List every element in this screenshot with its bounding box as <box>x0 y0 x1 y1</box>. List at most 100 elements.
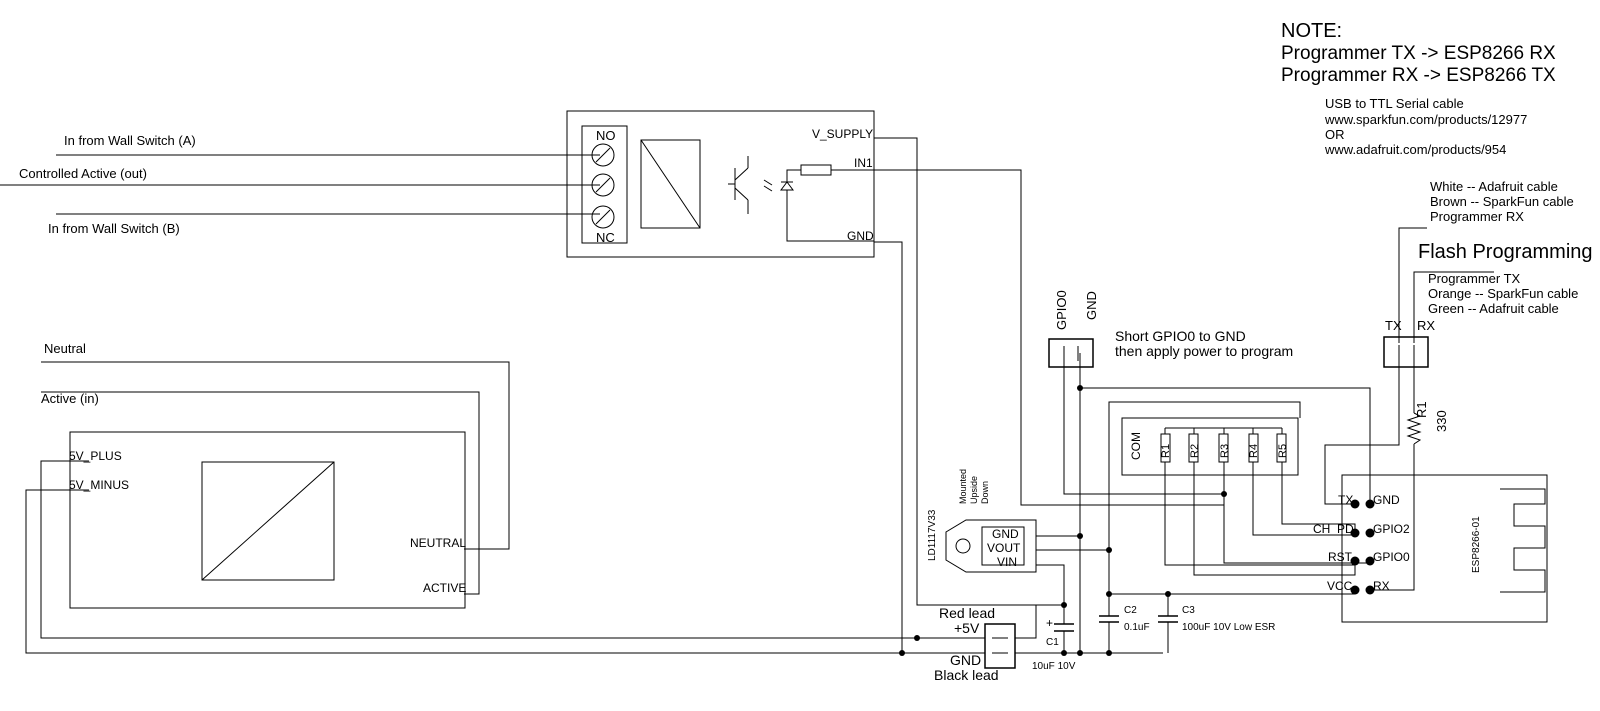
tx-wire-label-2: Orange -- SparkFun cable <box>1428 286 1578 301</box>
esp-rst-label: RST <box>1328 550 1353 564</box>
prog-header-gpio0-label: GPIO0 <box>1054 290 1069 330</box>
c2-capacitor <box>1099 615 1119 623</box>
relay-no-label: NO <box>596 128 616 143</box>
led-supply-wire <box>786 169 801 182</box>
relay-module <box>566 110 875 258</box>
serial-header <box>1383 336 1429 368</box>
relay-terminal-block <box>581 125 628 244</box>
cable-line-3: OR <box>1325 127 1345 142</box>
rnet-r3-label: R3 <box>1219 444 1231 458</box>
wiring <box>25 137 1415 654</box>
rx-wire-label-1: White -- Adafruit cable <box>1430 179 1558 194</box>
controlled-active-label: Controlled Active (out) <box>19 166 147 181</box>
optocoupler-led <box>763 179 794 192</box>
regulator-gnd-label: GND <box>992 527 1019 541</box>
screw-terminal-nc <box>591 205 615 229</box>
cable-line-1: USB to TTL Serial cable <box>1325 96 1464 111</box>
led-gnd-wire <box>786 190 874 242</box>
regulator-vin-label: VIN <box>997 555 1017 569</box>
screw-terminal-no <box>591 143 615 167</box>
regulator-vout-label: VOUT <box>987 541 1021 555</box>
rx-wire-label-2: Brown -- SparkFun cable <box>1430 194 1574 209</box>
esp-rx-label: RX <box>1373 579 1390 593</box>
power-input-connector <box>984 623 1016 669</box>
relay-nc-label: NC <box>596 230 615 245</box>
regulator-part-label: LD1117V33 <box>927 509 938 561</box>
regulator-to220-body <box>945 519 1037 573</box>
esp-chpd-label: CH_PD <box>1313 522 1354 536</box>
note-line-1: Programmer TX -> ESP8266 RX <box>1281 43 1556 64</box>
prog-note-line-2: then apply power to program <box>1115 343 1293 359</box>
esp8266-antenna <box>1500 488 1546 593</box>
resistor-network <box>1121 417 1299 476</box>
esp-pin-gpio2 <box>1365 528 1375 538</box>
relay-in1-label: IN1 <box>854 156 873 170</box>
regulator-mount-2: Upside <box>969 476 979 504</box>
psu-symbol <box>201 461 335 581</box>
neutral-wire <box>41 361 510 550</box>
rnet-r5-label: R5 <box>1277 444 1289 458</box>
note-title: NOTE: <box>1281 20 1342 42</box>
c3-ref-label: C3 <box>1182 605 1195 616</box>
prog-header <box>1048 338 1094 368</box>
esp-gnd-label: GND <box>1373 493 1400 507</box>
rx-wire-label-3: Programmer RX <box>1430 209 1524 224</box>
rnet-com-label: COM <box>1129 432 1143 460</box>
regulator-mounting-hole <box>955 538 971 554</box>
esp-vcc-label: VCC <box>1327 579 1353 593</box>
black-lead-label: Black lead <box>934 667 999 683</box>
c1-capacitor <box>1054 605 1074 653</box>
active-in-wire <box>41 391 480 595</box>
c1-value-label: 10uF 10V <box>1032 661 1076 672</box>
c1-plus-label: + <box>1046 616 1053 630</box>
relay-vsupply-label: V_SUPPLY <box>812 127 873 141</box>
optocoupler-transistor <box>728 156 749 214</box>
esp-gpio0-label: GPIO0 <box>1373 550 1410 564</box>
plus-5v-label: +5V <box>954 620 980 636</box>
serial-rx-label: RX <box>1417 318 1435 333</box>
regulator-mount-1: Mounted <box>958 469 968 504</box>
regulator-mount-3: Down <box>980 481 990 504</box>
tx-lead-wire <box>1413 271 1494 343</box>
c3-capacitor <box>1158 615 1178 623</box>
rnet-r2-label: R2 <box>1189 444 1201 458</box>
cable-line-4: www.adafruit.com/products/954 <box>1324 142 1506 157</box>
psu-neutral-label: NEUTRAL <box>410 536 466 550</box>
screw-terminal-com <box>591 173 615 197</box>
power-supply-module <box>69 431 466 609</box>
neutral-label: Neutral <box>44 341 86 356</box>
psu-active-label: ACTIVE <box>423 581 466 595</box>
led-resistor <box>800 164 832 176</box>
esp-gpio2-label: GPIO2 <box>1373 522 1410 536</box>
psu-5v-minus-label: 5V_MINUS <box>69 478 129 492</box>
regulator-tab <box>981 526 1025 566</box>
active-in-label: Active (in) <box>41 391 99 406</box>
esp-pin-gpio0 <box>1365 556 1375 566</box>
prog-note-line-1: Short GPIO0 to GND <box>1115 328 1246 344</box>
c1-ref-label: C1 <box>1046 637 1059 648</box>
tx-wire-label-3: Green -- Adafruit cable <box>1428 301 1559 316</box>
relay-coil <box>640 139 701 229</box>
wall-switch-a-label: In from Wall Switch (A) <box>64 133 196 148</box>
esp8266-name-label: ESP8266-01 <box>1471 516 1482 573</box>
relay-gnd-label: GND <box>847 229 874 243</box>
prog-header-gnd-label: GND <box>1084 291 1099 320</box>
power-gnd-label: GND <box>950 652 981 668</box>
serial-tx-label: TX <box>1385 318 1402 333</box>
c2-ref-label: C2 <box>1124 605 1137 616</box>
rnet-r1-label: R1 <box>1160 444 1172 458</box>
c3-value-label: 100uF 10V Low ESR <box>1182 622 1275 633</box>
cable-line-2: www.sparkfun.com/products/12977 <box>1324 112 1527 127</box>
rnet-r4-label: R4 <box>1248 444 1260 458</box>
r1-ref-label: R1 <box>1414 401 1429 418</box>
junctions <box>899 385 1227 656</box>
red-lead-label: Red lead <box>939 605 995 621</box>
r1-value-label: 330 <box>1434 410 1449 432</box>
rx-lead-wire <box>1398 227 1427 343</box>
note-line-2: Programmer RX -> ESP8266 TX <box>1281 65 1556 86</box>
psu-5v-plus-label: 5V_PLUS <box>69 449 122 463</box>
flash-programming-title: Flash Programming <box>1418 241 1593 263</box>
r1-resistor <box>1406 412 1422 445</box>
tx-wire-label-1: Programmer TX <box>1428 271 1521 286</box>
